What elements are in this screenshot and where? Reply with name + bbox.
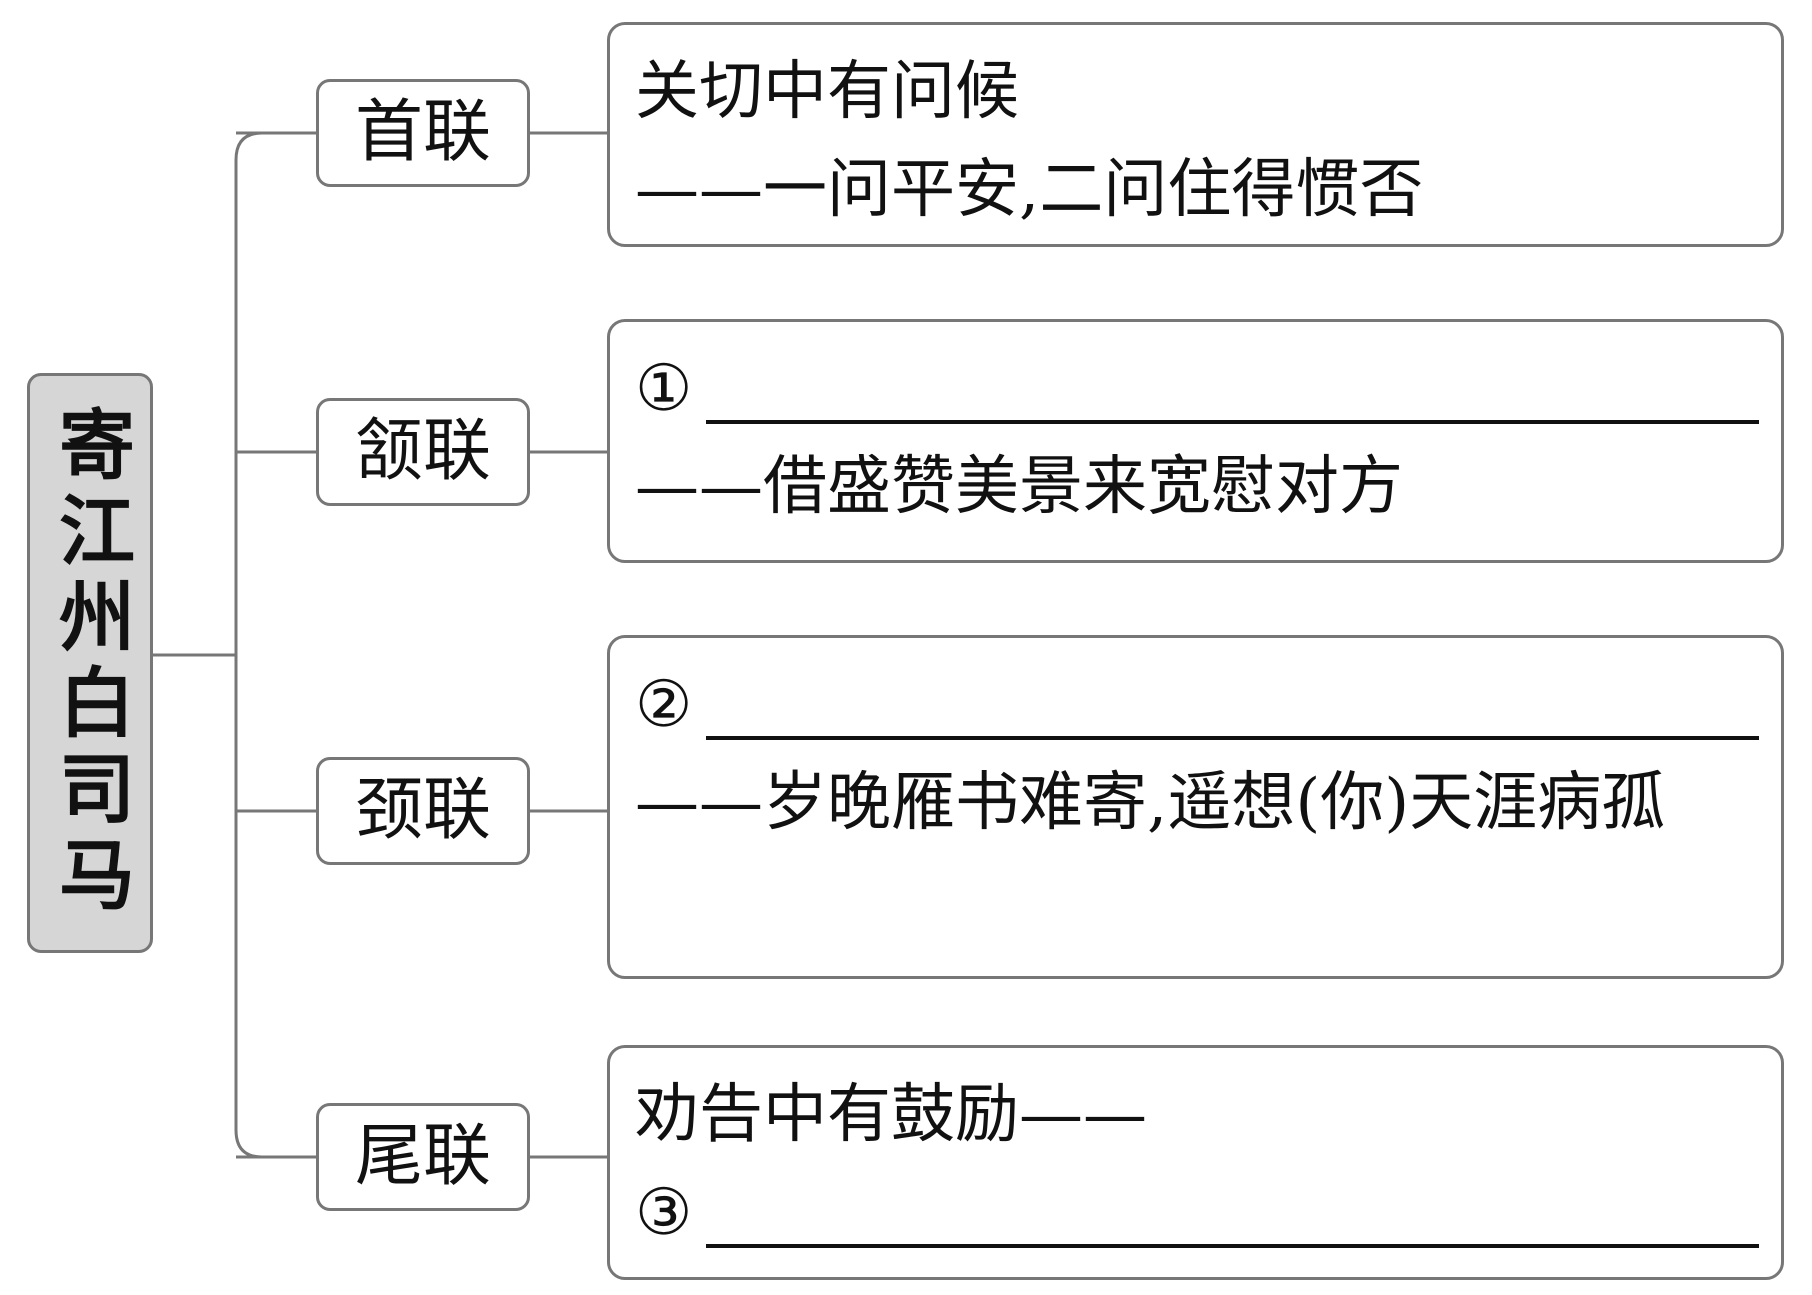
content-box-weilian: 劝告中有鼓励—— ③ xyxy=(607,1045,1784,1280)
label-shoulian: 首联 xyxy=(316,79,530,187)
label-hanlian: 颔联 xyxy=(316,398,530,506)
content-box-shoulian: 关切中有问候 ——一问平安,二问住得惯否 xyxy=(607,22,1784,247)
answer-line-3: ③ xyxy=(635,1164,1759,1262)
answer-marker: ③ xyxy=(635,1176,693,1250)
root-title: 寄江州白司马 xyxy=(46,405,135,921)
label-text: 颈联 xyxy=(354,771,491,850)
content-box-jinglian: ② ——岁晚雁书难寄,遥想(你)天涯病孤 xyxy=(607,635,1784,979)
label-weilian: 尾联 xyxy=(316,1103,530,1211)
label-text: 尾联 xyxy=(354,1117,491,1196)
root-node: 寄江州白司马 xyxy=(27,373,153,953)
answer-line-1: ① xyxy=(635,340,1759,438)
content-line: ——借盛赞美景来宽慰对方 xyxy=(635,450,1403,524)
content-box-hanlian: ① ——借盛赞美景来宽慰对方 xyxy=(607,319,1784,563)
content-line: 关切中有问候 xyxy=(635,55,1019,129)
label-text: 颔联 xyxy=(354,412,491,491)
answer-blank-1[interactable] xyxy=(706,348,1759,424)
content-line: ——一问平安,二问住得惯否 xyxy=(635,153,1424,227)
answer-blank-3[interactable] xyxy=(706,1172,1759,1248)
answer-blank-2[interactable] xyxy=(706,664,1759,740)
answer-line-2: ② xyxy=(635,656,1759,754)
content-line: ——岁晚雁书难寄,遥想(你)天涯病孤 xyxy=(635,766,1666,840)
label-jinglian: 颈联 xyxy=(316,757,530,865)
answer-marker: ② xyxy=(635,668,693,742)
answer-marker: ① xyxy=(635,352,693,426)
content-line: 劝告中有鼓励—— xyxy=(635,1078,1147,1152)
label-text: 首联 xyxy=(354,93,491,172)
